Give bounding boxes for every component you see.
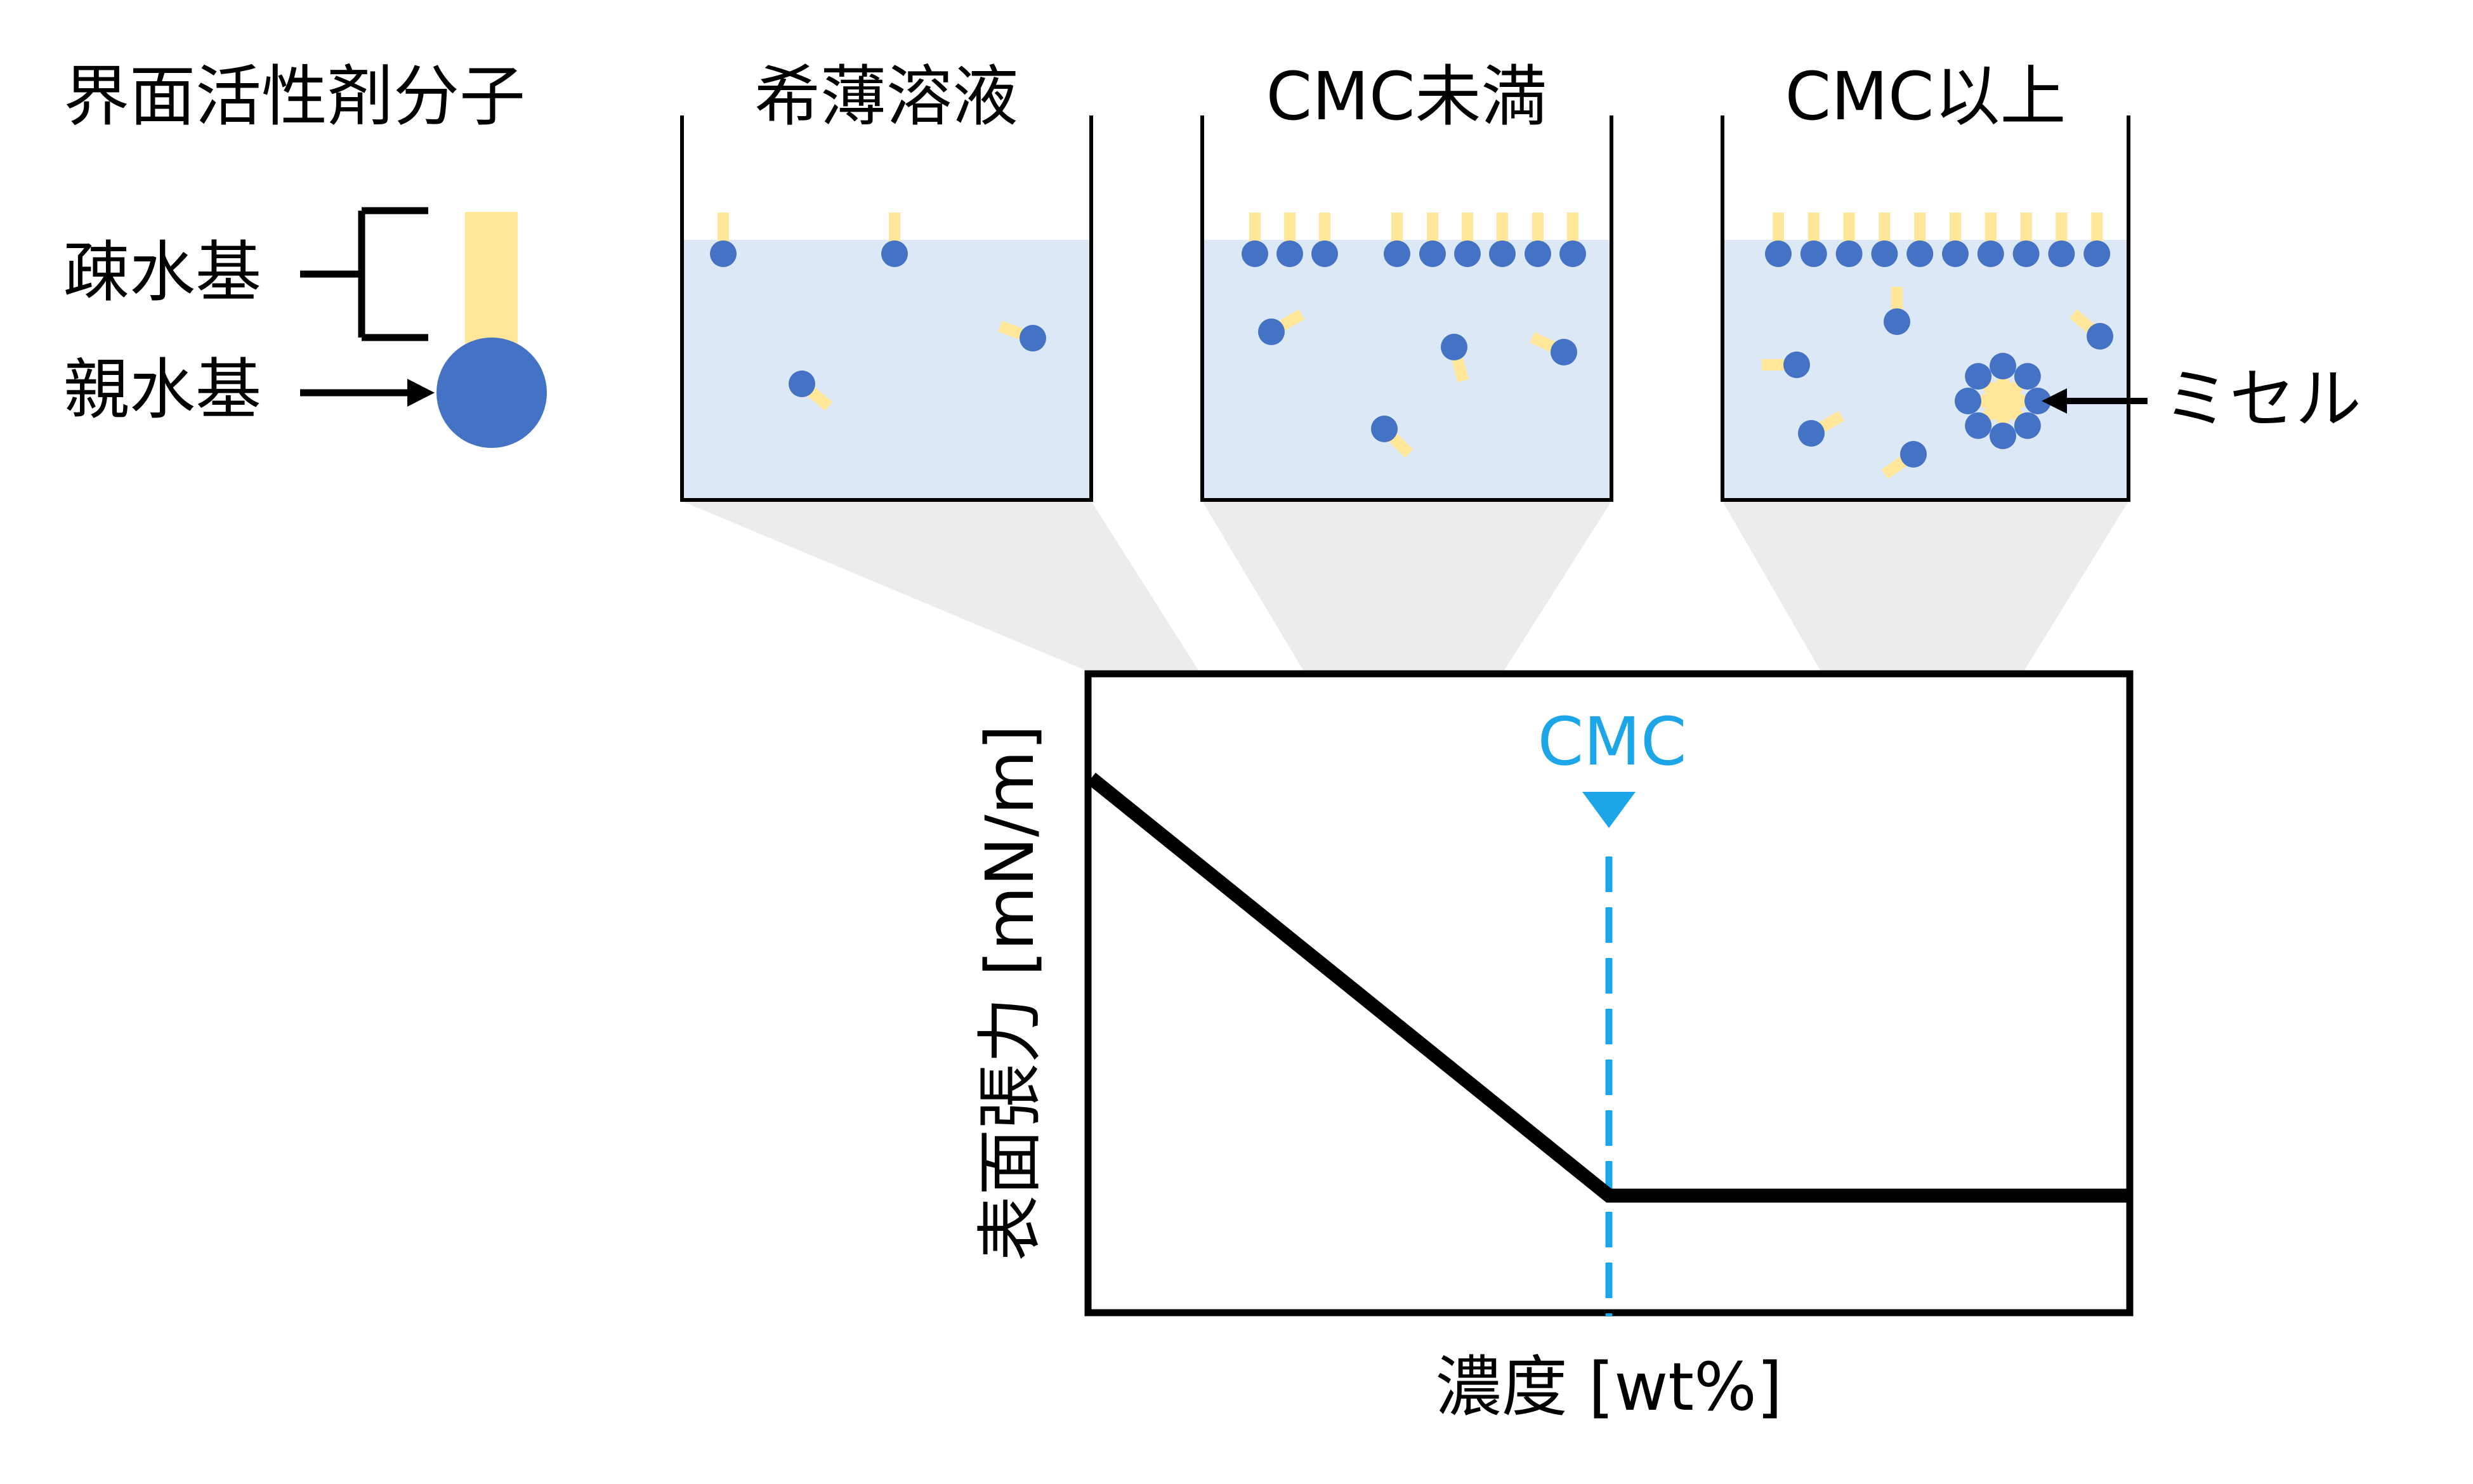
surfactant-head — [1884, 308, 1910, 335]
cmc-annotation-label: CMC — [1538, 703, 1687, 780]
beaker-outline — [1200, 115, 1613, 502]
surfactant-head — [1906, 240, 1934, 267]
surfactant-head — [1242, 240, 1268, 267]
beaker-outline — [1721, 115, 2130, 502]
projection-wedges — [682, 501, 2129, 671]
micelle-annotation: ミセル — [2042, 360, 2361, 438]
surface-tension-chart: CMC 表面張力 [mN/m] 濃度 [wt%] — [971, 670, 2134, 1426]
surfactant-head — [1020, 325, 1046, 351]
legend-tail — [465, 212, 518, 345]
legend-title: 界面活性剤分子 — [63, 58, 525, 135]
micelle-head — [1990, 423, 2016, 449]
beaker-title: CMC以上 — [1785, 58, 2066, 135]
surfactant-head — [1311, 240, 1338, 267]
beaker-water — [1202, 240, 1611, 500]
molecules — [1762, 213, 2113, 479]
surfactant-head — [1276, 240, 1303, 267]
beaker-title: 希薄溶液 — [754, 58, 1018, 135]
beaker-2: CMC未満 — [1200, 58, 1613, 502]
surfactant-head — [1783, 351, 1810, 378]
surfactant-head — [1800, 240, 1827, 267]
micelle-head — [1965, 412, 1992, 439]
surfactant-head — [1525, 240, 1551, 267]
cmc-marker: CMC — [1538, 703, 1687, 1317]
hydrophilic-arrow-head — [407, 379, 435, 407]
surfactant-head — [710, 240, 737, 267]
micelle-head — [2014, 412, 2041, 439]
hydrophilic-label: 親水基 — [63, 351, 261, 428]
surfactant-head — [1384, 240, 1410, 267]
micelle-head — [1965, 363, 1992, 390]
surfactant-head — [1454, 240, 1481, 267]
molecules — [710, 213, 1046, 411]
hydrophobic-bracket — [300, 207, 428, 341]
micelle-arrow-head — [2042, 388, 2067, 414]
surfactant-head — [1551, 339, 1577, 365]
legend-head — [436, 338, 547, 448]
surfactant-head — [2087, 323, 2113, 350]
surfactant-head — [2048, 240, 2075, 267]
hydrophobic-label: 疎水基 — [63, 233, 261, 311]
surfactant-head — [1419, 240, 1446, 267]
beaker-water — [682, 240, 1091, 500]
surfactant-head — [1942, 240, 1969, 267]
cmc-triangle — [1582, 792, 1636, 828]
surface-tension-line — [1087, 772, 2127, 1203]
surfactant-head — [1871, 240, 1898, 267]
surfactant-head — [1441, 334, 1467, 360]
surfactant-head — [1371, 416, 1398, 442]
x-axis-label: 濃度 [wt%] — [1436, 1348, 1783, 1426]
y-axis-label: 表面張力 [mN/m] — [971, 725, 1049, 1261]
surfactant-head — [1835, 240, 1863, 267]
surfactant-head — [881, 240, 908, 267]
micelle-head — [1955, 388, 1981, 414]
beaker-1: 希薄溶液 — [680, 58, 1093, 502]
surfactant-head — [1900, 441, 1927, 468]
surfactant-head — [789, 371, 815, 397]
surfactant-head — [1559, 240, 1586, 267]
beaker-3: CMC以上 — [1721, 58, 2130, 502]
projection-wedge-3 — [1722, 501, 2129, 671]
molecules — [1242, 213, 1586, 458]
projection-wedge-2 — [1202, 501, 1611, 671]
surfactant-head — [2083, 240, 2111, 267]
molecule-legend: 界面活性剤分子 疎水基 親水基 — [63, 58, 547, 448]
beaker-title: CMC未満 — [1266, 58, 1547, 135]
surfactant-head — [1489, 240, 1516, 267]
micelle-head — [2024, 388, 2051, 414]
surfactant-head — [1798, 420, 1825, 447]
micelle-head — [1990, 353, 2016, 379]
surfactant-head — [1258, 318, 1285, 345]
surfactant-head — [2012, 240, 2040, 267]
surfactant-head — [1765, 240, 1792, 267]
micelle-head — [2014, 363, 2041, 390]
surfactant-head — [1977, 240, 2004, 267]
beaker-outline — [680, 115, 1093, 502]
projection-wedge-1 — [682, 501, 1199, 671]
micelle-label: ミセル — [2163, 360, 2361, 438]
